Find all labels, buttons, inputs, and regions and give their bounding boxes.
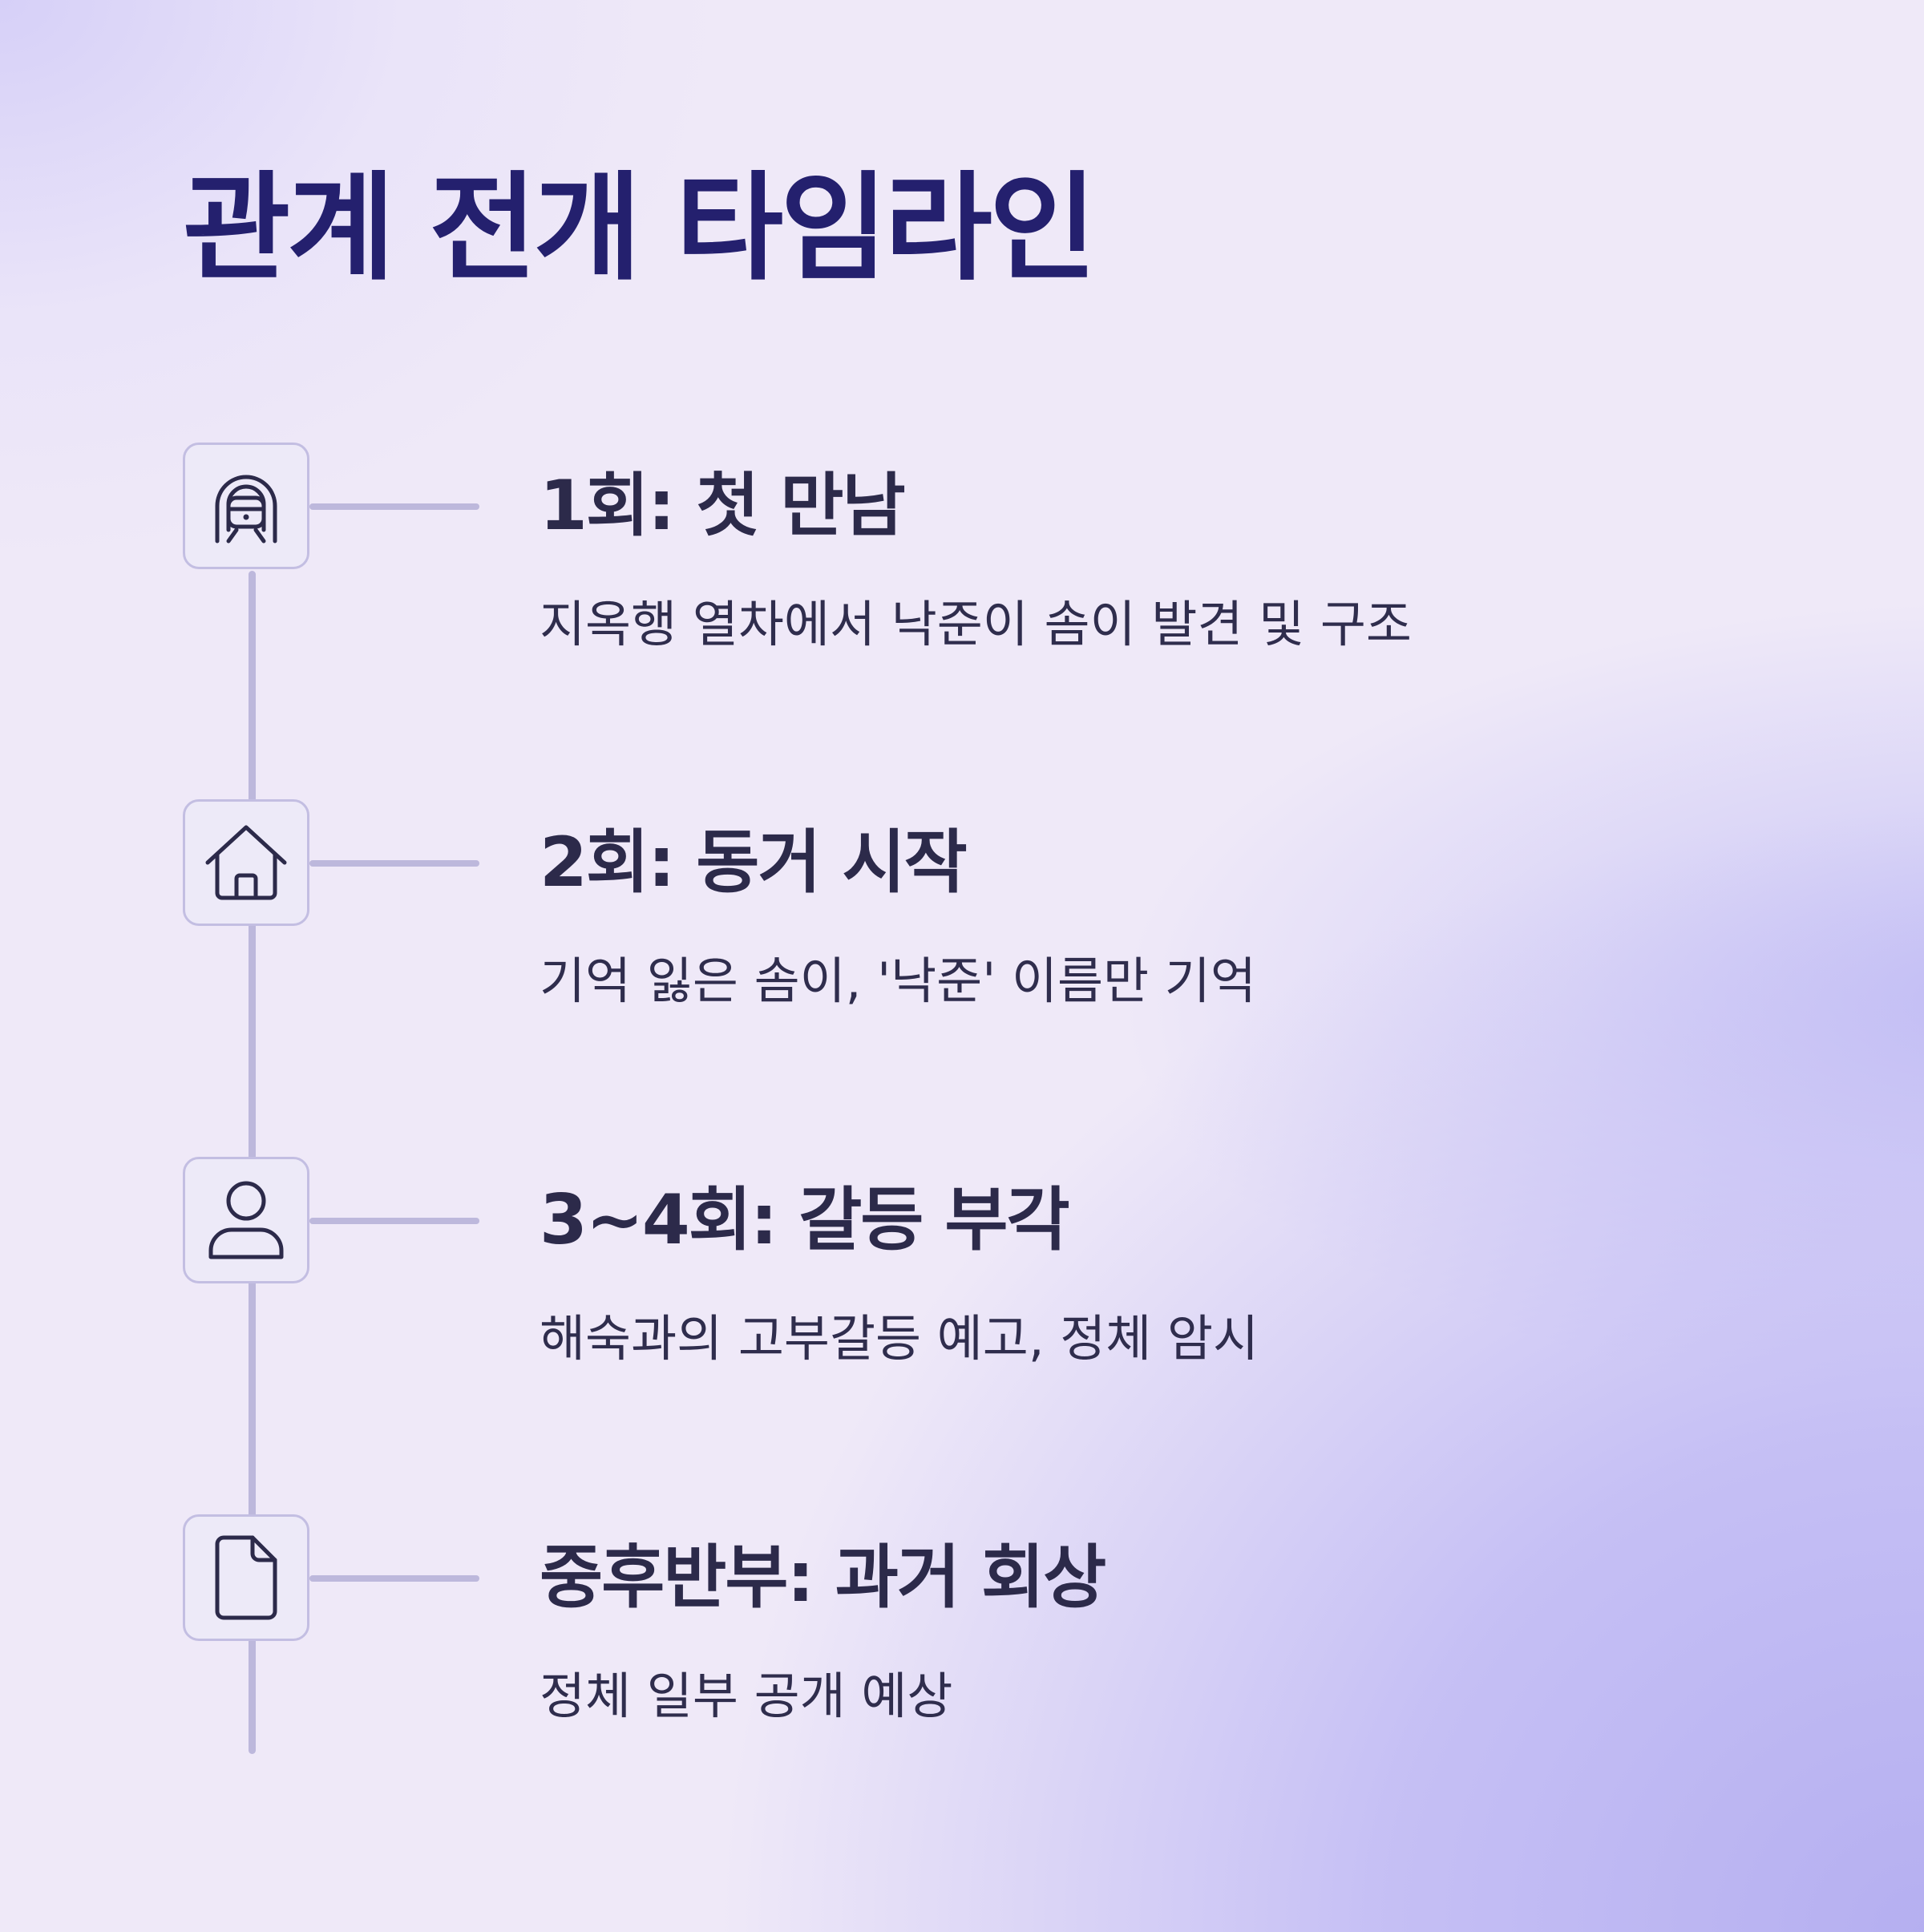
timeline-item-description: 정체 일부 공개 예상 bbox=[540, 1667, 953, 1725]
timeline-connector bbox=[309, 1218, 479, 1224]
icon-box bbox=[183, 443, 309, 569]
document-icon bbox=[215, 1535, 277, 1620]
timeline-item-description: 해숙과의 고부갈등 예고, 정체 암시 bbox=[540, 1309, 1259, 1368]
page-title: 관계 전개 타임라인 bbox=[183, 160, 1097, 297]
timeline-connector bbox=[309, 860, 479, 867]
timeline-connector bbox=[309, 1575, 479, 1582]
icon-box bbox=[183, 1514, 309, 1641]
train-icon bbox=[215, 475, 277, 544]
timeline-item-description: 기억 잃은 솜이, '낙준' 이름만 기억 bbox=[540, 952, 1256, 1010]
timeline-item-title: 3~4회: 갈등 부각 bbox=[540, 1180, 1070, 1260]
timeline-item-title: 2회: 동거 시작 bbox=[540, 823, 968, 903]
icon-box bbox=[183, 1157, 309, 1283]
timeline-item-title: 1회: 첫 만남 bbox=[540, 466, 906, 546]
timeline-connector bbox=[309, 503, 479, 510]
person-icon bbox=[208, 1181, 284, 1259]
timeline-item-description: 지옥행 열차에서 낙준이 솜이 발견 및 구조 bbox=[540, 595, 1412, 653]
icon-box bbox=[183, 799, 309, 926]
house-icon bbox=[205, 825, 287, 900]
timeline-item-title: 중후반부: 과거 회상 bbox=[540, 1538, 1106, 1618]
